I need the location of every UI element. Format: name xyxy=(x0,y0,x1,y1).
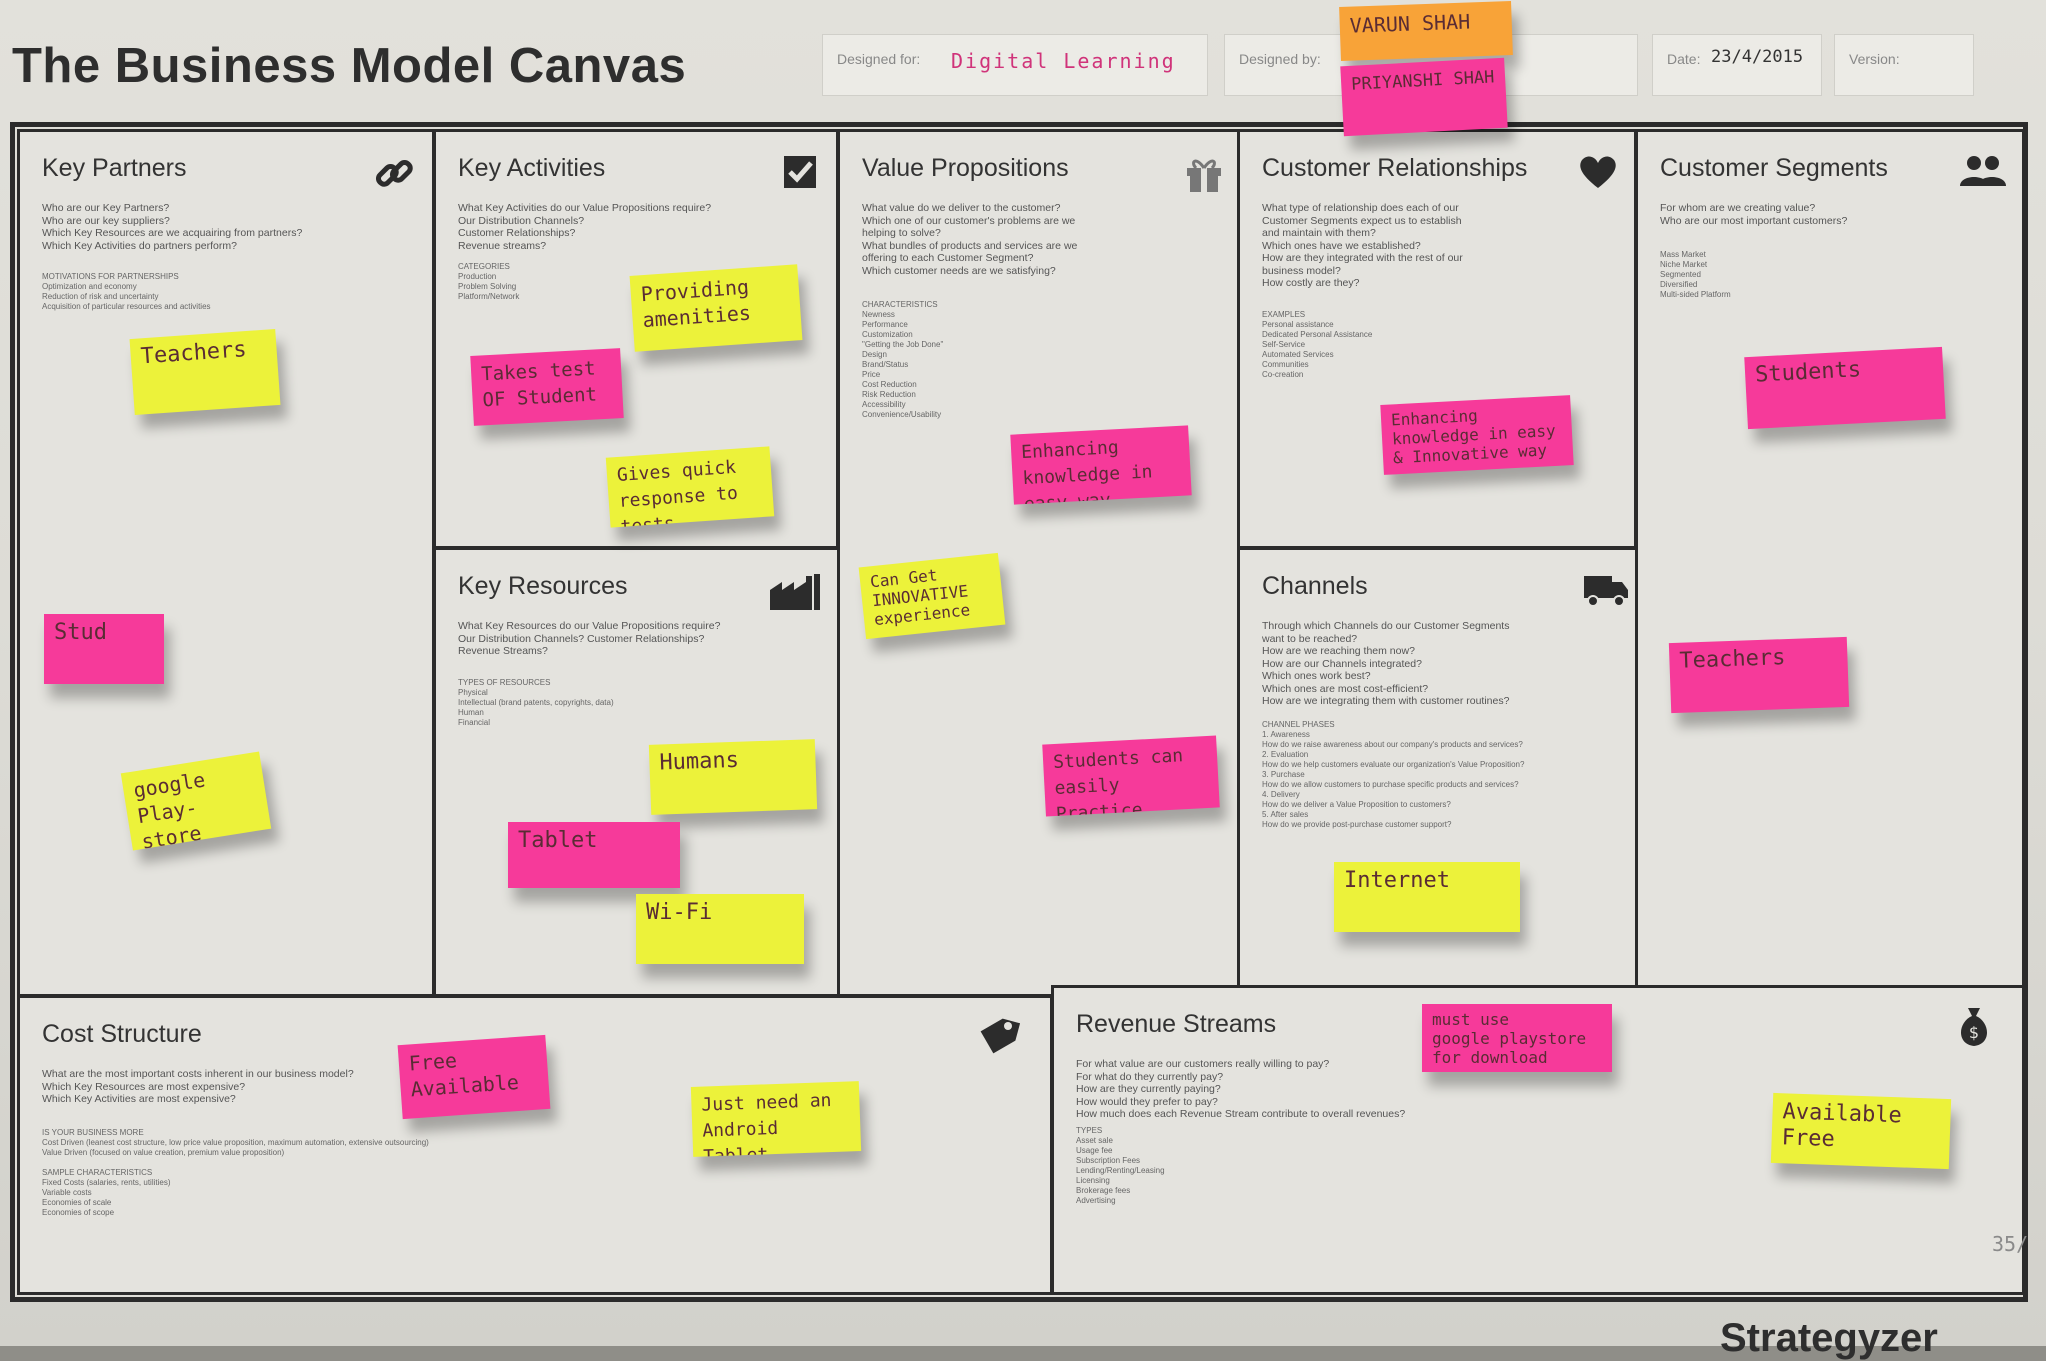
cost-structure-title: Cost Structure xyxy=(42,1020,202,1048)
version-field[interactable]: Version: xyxy=(1834,34,1974,96)
sticky-note-android-tablet[interactable]: Just need an Android Tablet xyxy=(690,1081,862,1157)
signature-mark: 35/ xyxy=(1992,1232,2029,1256)
revenue-streams-notes: TYPES Asset sale Usage fee Subscription … xyxy=(1076,1126,1165,1205)
sticky-note-designer-name[interactable]: VARUN SHAH xyxy=(1339,1,1513,61)
sticky-note-enhancing-knowledge[interactable]: Enhancing knowledge in easy way xyxy=(1010,425,1192,505)
checkbox-icon xyxy=(782,154,818,196)
sticky-note-teachers[interactable]: Teachers xyxy=(129,329,281,415)
customer-relationships-notes: EXAMPLES Personal assistance Dedicated P… xyxy=(1262,310,1373,379)
sticky-note-teachers-segment[interactable]: Teachers xyxy=(1668,636,1850,714)
strategyzer-brand: Strategyzer xyxy=(1720,1316,1938,1360)
key-activities-notes: CATEGORIES Production Problem Solving Pl… xyxy=(458,262,520,301)
value-propositions-notes: CHARACTERISTICS Newness Performance Cust… xyxy=(862,300,944,419)
customer-segments-notes: Mass Market Niche Market Segmented Diver… xyxy=(1660,250,1731,299)
version-label: Version: xyxy=(1849,51,1900,67)
money-bag-icon: $ xyxy=(1956,1004,1992,1054)
customer-segments-title: Customer Segments xyxy=(1660,154,1888,182)
gift-icon xyxy=(1184,154,1224,200)
cost-structure-questions: What are the most important costs inhere… xyxy=(42,1068,354,1105)
sticky-note-easily-practice[interactable]: Students can easily Practice xyxy=(1042,735,1220,817)
truck-icon xyxy=(1582,572,1630,614)
sticky-note-takes-test[interactable]: Takes test OF Student xyxy=(470,348,624,426)
channels-block: Channels Through which Channels do our C… xyxy=(1237,547,1649,997)
sticky-note-designer-name-2[interactable]: PRIYANSHI SHAH xyxy=(1340,57,1508,137)
customer-segments-questions: For whom are we creating value? Who are … xyxy=(1660,202,1848,227)
key-partners-title: Key Partners xyxy=(42,154,187,182)
sticky-note-stud[interactable]: Stud xyxy=(44,614,164,684)
sticky-note-internet[interactable]: Internet xyxy=(1334,862,1520,932)
designed-by-label: Designed by: xyxy=(1239,51,1321,67)
sticky-note-wifi[interactable]: Wi-Fi xyxy=(636,894,804,964)
key-partners-notes: MOTIVATIONS FOR PARTNERSHIPS Optimizatio… xyxy=(42,272,211,311)
people-icon xyxy=(1958,154,2008,194)
tag-icon xyxy=(976,1014,1021,1064)
key-activities-questions: What Key Activities do our Value Proposi… xyxy=(458,202,712,252)
channels-notes: CHANNEL PHASES 1. Awareness How do we ra… xyxy=(1262,720,1525,829)
factory-icon xyxy=(768,572,824,618)
heart-icon xyxy=(1578,154,1618,196)
sticky-note-students[interactable]: Students xyxy=(1744,346,1946,430)
designed-for-field[interactable]: Designed for: Digital Learning xyxy=(822,34,1208,96)
sticky-note-free-available[interactable]: Free Available xyxy=(397,1034,551,1120)
key-resources-notes: TYPES OF RESOURCES Physical Intellectual… xyxy=(458,678,614,727)
customer-segments-block: Customer Segments For whom are we creati… xyxy=(1635,129,2025,997)
key-partners-block: Key Partners Who are our Key Partners? W… xyxy=(17,129,435,997)
date-label: Date: xyxy=(1667,51,1701,67)
value-propositions-title: Value Propositions xyxy=(862,154,1069,182)
sticky-note-humans[interactable]: Humans xyxy=(648,739,818,815)
key-activities-title: Key Activities xyxy=(458,154,606,182)
key-resources-title: Key Resources xyxy=(458,572,628,600)
date-value: 23/4/2015 xyxy=(1711,47,1804,67)
canvas-board: Key Partners Who are our Key Partners? W… xyxy=(10,122,2028,1302)
date-field[interactable]: Date: 23/4/2015 xyxy=(1652,34,1822,96)
sticky-note-enhancing-innovative[interactable]: Enhancing knowledge in easy & Innovative… xyxy=(1380,395,1574,475)
key-partners-questions: Who are our Key Partners? Who are our ke… xyxy=(42,202,303,252)
designed-for-label: Designed for: xyxy=(837,51,921,67)
key-resources-questions: What Key Resources do our Value Proposit… xyxy=(458,620,721,657)
revenue-streams-questions: For what value are our customers really … xyxy=(1076,1058,1406,1120)
customer-relationships-questions: What type of relationship does each of o… xyxy=(1262,202,1463,289)
sticky-note-available-free[interactable]: Available Free xyxy=(1770,1092,1952,1170)
link-icon xyxy=(374,154,414,200)
channels-title: Channels xyxy=(1262,572,1368,600)
designed-for-value: Digital Learning xyxy=(951,49,1176,73)
sticky-note-tablet[interactable]: Tablet xyxy=(508,822,680,888)
customer-relationships-block: Customer Relationships What type of rela… xyxy=(1237,129,1637,549)
sticky-note-innovative[interactable]: Can Get INNOVATIVE experience xyxy=(858,552,1006,640)
value-propositions-block: Value Propositions What value do we deli… xyxy=(837,129,1249,997)
page-title: The Business Model Canvas xyxy=(12,39,687,93)
value-propositions-questions: What value do we deliver to the customer… xyxy=(862,202,1078,277)
sticky-note-must-use-playstore[interactable]: must use google playstore for download xyxy=(1422,1004,1612,1072)
channels-questions: Through which Channels do our Customer S… xyxy=(1262,620,1510,707)
svg-text:$: $ xyxy=(1969,1023,1979,1042)
customer-relationships-title: Customer Relationships xyxy=(1262,154,1528,182)
sticky-note-amenities[interactable]: Providing amenities xyxy=(629,264,803,352)
revenue-streams-title: Revenue Streams xyxy=(1076,1010,1277,1038)
cost-structure-notes: IS YOUR BUSINESS MORE Cost Driven (leane… xyxy=(42,1128,429,1217)
sticky-note-quick-response[interactable]: Gives quick response to tests xyxy=(605,446,775,528)
